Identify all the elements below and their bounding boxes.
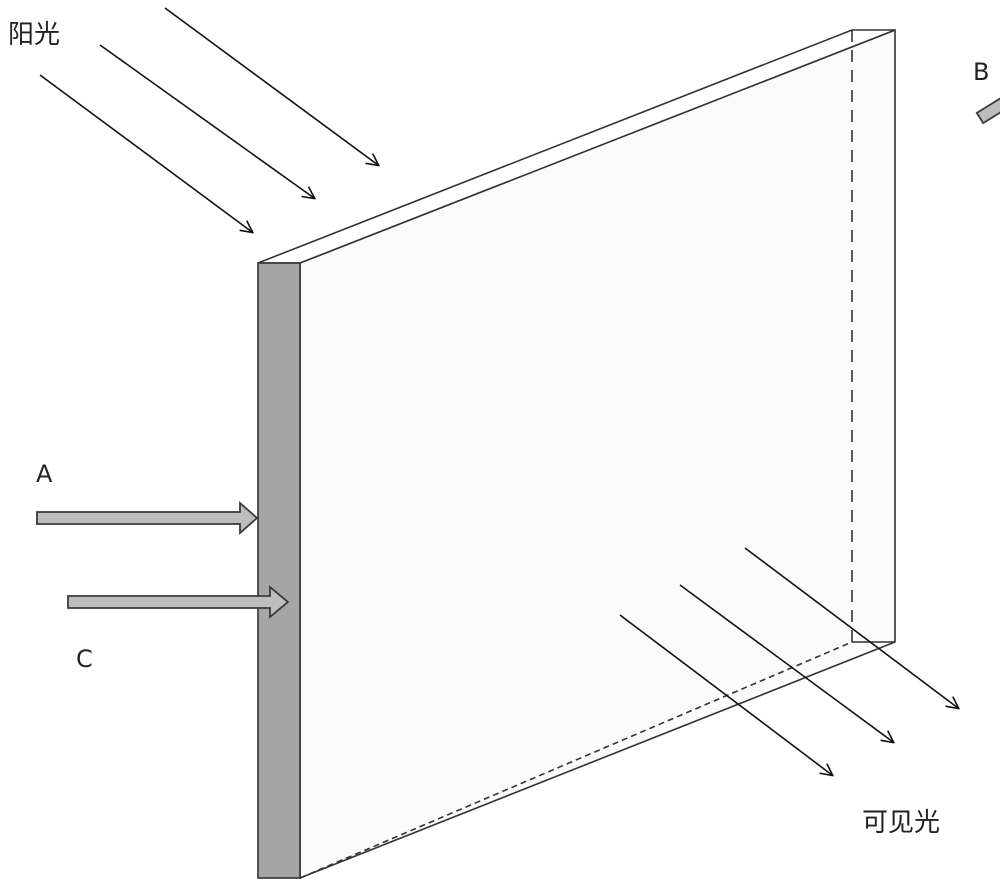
sunlight-ray bbox=[99, 44, 314, 198]
block-arrows bbox=[36, 8, 1000, 619]
arrow-b-label: B bbox=[973, 58, 990, 86]
sunlight-label: 阳光 bbox=[8, 20, 61, 50]
panel-side-edge bbox=[257, 262, 301, 879]
sunlight-ray bbox=[39, 74, 252, 232]
arrow-c-label: C bbox=[76, 645, 93, 673]
sunlight-ray bbox=[164, 7, 378, 165]
visible-light-ray bbox=[744, 547, 958, 708]
visible-light-rays bbox=[619, 547, 958, 775]
visible-light-ray bbox=[679, 584, 893, 742]
panel bbox=[257, 28, 896, 880]
arrow-a bbox=[36, 501, 259, 535]
visible-light-ray bbox=[619, 614, 832, 775]
hidden-bottom-edge bbox=[299, 641, 853, 879]
arrow-c bbox=[67, 585, 290, 619]
arrow-a-label: A bbox=[36, 460, 53, 488]
sunlight-rays bbox=[39, 7, 378, 232]
visible-light-label: 可见光 bbox=[862, 808, 941, 838]
